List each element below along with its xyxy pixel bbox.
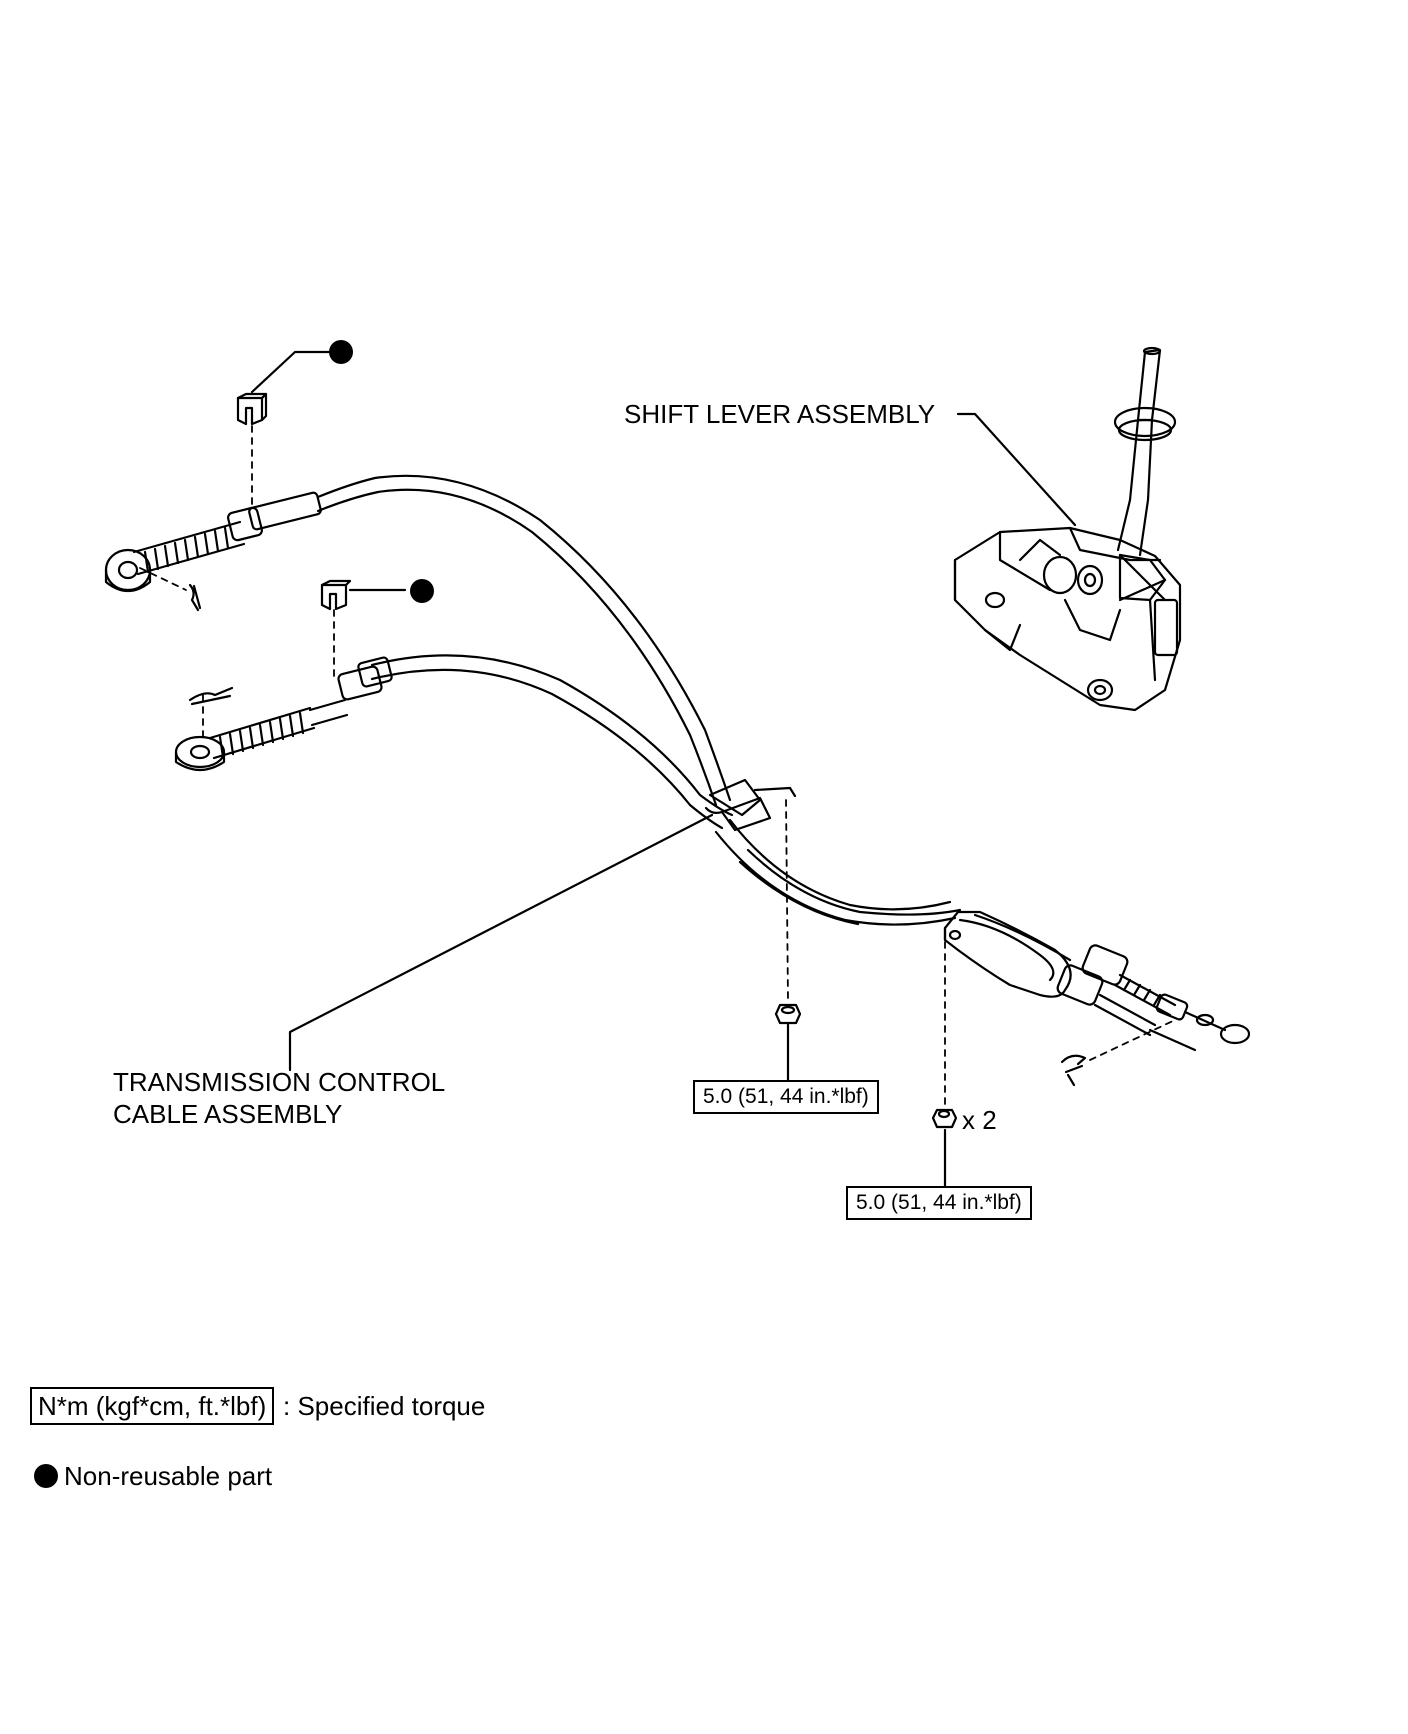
cable-label-line2: CABLE ASSEMBLY (113, 1099, 343, 1129)
torque-spec-right: 5.0 (51, 44 in.*lbf) (846, 1186, 1032, 1220)
lower-cable-end (174, 656, 393, 772)
dashed-guides (139, 425, 1176, 1109)
legend-nonreusable-dot (34, 1464, 58, 1488)
shift-lever-label: SHIFT LEVER ASSEMBLY (624, 399, 936, 429)
torque-spec-center: 5.0 (51, 44 in.*lbf) (693, 1080, 879, 1114)
cable-label-line1: TRANSMISSION CONTROL (113, 1067, 446, 1097)
lower-clip (320, 579, 352, 611)
shift-side-cable-ends (1056, 944, 1251, 1052)
nonreusable-leader-upper (250, 350, 332, 394)
quantity-label: x 2 (962, 1105, 997, 1135)
lower-cable (370, 654, 734, 830)
legend-torque-units: N*m (kgf*cm, ft.*lbf) (30, 1387, 275, 1425)
nut-right (931, 1108, 958, 1129)
cable-clamp (704, 778, 797, 832)
cable-bracket (943, 910, 1072, 998)
combined-cable (714, 818, 962, 926)
shift-lever-leader (956, 412, 1077, 527)
upper-cable-end (104, 491, 322, 593)
nut-center (774, 1003, 802, 1025)
retainer-pin-upper (188, 583, 202, 612)
nonreusable-marker-lower (410, 579, 434, 603)
cable-leader (288, 813, 714, 1072)
retainer-pin-lower (188, 686, 234, 706)
legend-torque-desc: : Specified torque (283, 1391, 486, 1421)
upper-cable (316, 474, 732, 807)
nonreusable-marker-upper (329, 340, 353, 364)
shift-side-clip (1060, 1054, 1087, 1087)
legend-nonreusable-desc: Non-reusable part (64, 1461, 273, 1491)
upper-clip (236, 392, 268, 426)
shift-lever-assembly (953, 346, 1182, 712)
